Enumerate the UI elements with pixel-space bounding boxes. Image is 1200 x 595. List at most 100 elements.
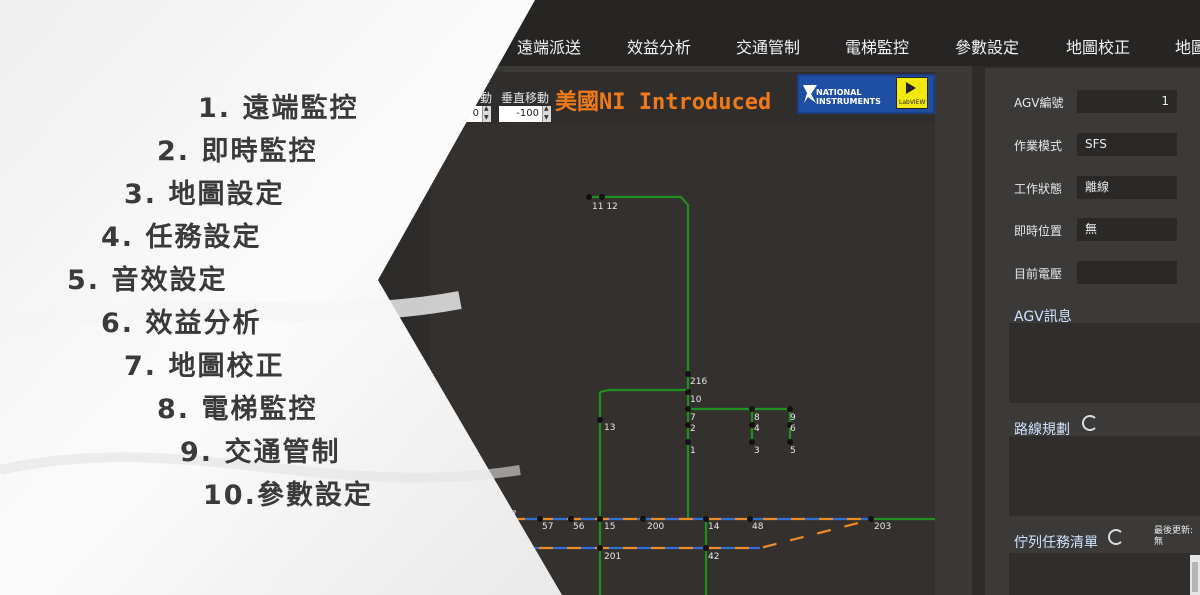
map-node-label: 14 <box>708 522 720 532</box>
route-planning-box <box>1009 436 1200 516</box>
menu-item-remote-monitor: 1. 遠端監控 <box>198 93 359 124</box>
nav-traffic-control[interactable]: 交通管制 <box>736 38 801 57</box>
work-mode-label: 作業模式 <box>1014 139 1063 153</box>
nav-map-truncated[interactable]: 地圖 <box>1175 38 1200 57</box>
work-status-field[interactable]: 離線 <box>1077 176 1177 199</box>
map-node-label: 2 <box>690 424 696 434</box>
overlay-swoosh-1 <box>0 291 462 339</box>
nav-elevator-monitor[interactable]: 電梯監控 <box>845 38 910 57</box>
map-node-label: 7 <box>690 413 696 423</box>
work-mode-field[interactable]: SFS <box>1077 133 1177 156</box>
nav-performance-analysis[interactable]: 效益分析 <box>627 38 692 57</box>
ni-eagle-icon <box>803 85 817 103</box>
ni-logo-line-2: INSTRUMENTS <box>816 97 881 106</box>
queue-scrollbar-thumb[interactable] <box>1192 562 1198 592</box>
node-dot-7 <box>685 406 691 412</box>
node-dot-200 <box>640 516 646 522</box>
node-dot-1 <box>685 439 691 445</box>
current-position-field[interactable]: 無 <box>1077 218 1177 241</box>
voltage-field[interactable] <box>1077 261 1177 284</box>
map-node-label: 4 <box>754 424 760 434</box>
nav-remote-dispatch[interactable]: 遠端派送 <box>517 38 582 57</box>
vertical-move-input[interactable]: -100 <box>499 106 542 122</box>
track-green-main <box>592 195 690 520</box>
menu-item-parameter-settings: 10.參數設定 <box>203 480 373 511</box>
map-node-label: 5 <box>790 446 796 456</box>
map-node-label: 48 <box>752 522 764 532</box>
ni-logo-line-1: NATIONAL <box>816 88 862 97</box>
node-dot-42 <box>703 545 709 551</box>
node-dot-48 <box>747 516 753 522</box>
node-dot-6 <box>787 422 793 428</box>
node-dot-9 <box>787 406 793 412</box>
ni-introduced-title: 美國NI Introduced <box>555 90 772 115</box>
voltage-label: 目前電壓 <box>1014 267 1063 281</box>
node-dot-2 <box>685 422 691 428</box>
menu-item-map-settings: 3. 地圖設定 <box>124 179 285 210</box>
queue-task-box <box>1009 553 1190 595</box>
menu-item-elevator-monitor: 8. 電梯監控 <box>157 394 318 425</box>
node-dot-201 <box>597 545 603 551</box>
map-node-label: 11 12 <box>592 202 618 212</box>
map-node-label: 201 <box>604 552 622 562</box>
node-dot-12 <box>599 194 605 200</box>
menu-item-task-settings: 4. 任務設定 <box>101 222 262 253</box>
map-node-label: 56 <box>573 522 585 532</box>
track-green-13 <box>598 388 688 595</box>
map-node-label: 57 <box>542 522 554 532</box>
vertical-move-label: 垂直移動 <box>501 91 550 105</box>
labview-play-icon <box>906 82 916 94</box>
agv-id-field[interactable]: 1 <box>1077 90 1177 113</box>
map-node-label: 200 <box>647 522 665 532</box>
menu-item-realtime-monitor: 2. 即時監控 <box>157 136 318 167</box>
map-node-label: 13 <box>604 423 616 433</box>
map-node-label: 1 <box>690 446 696 456</box>
route-refresh-icon[interactable] <box>1082 415 1098 431</box>
top-nav-bar <box>430 0 1200 66</box>
map-node-label: 15 <box>604 522 616 532</box>
menu-item-traffic-control: 9. 交通管制 <box>180 437 341 468</box>
node-dot-13 <box>597 417 603 423</box>
overlay-panel <box>0 0 562 595</box>
current-position-label: 即時位置 <box>1014 224 1063 238</box>
menu-item-performance-analysis: 6. 效益分析 <box>101 308 262 339</box>
agv-info-title: AGV訊息 <box>1014 309 1072 325</box>
node-dot-8 <box>749 406 755 412</box>
node-dot-11 <box>586 194 592 200</box>
vertical-move-stepper[interactable] <box>542 105 551 122</box>
menu-item-map-calibration: 7. 地圖校正 <box>124 351 285 382</box>
node-dot-10 <box>685 389 691 395</box>
node-dot-57 <box>537 516 543 522</box>
nav-map-calibration[interactable]: 地圖校正 <box>1066 38 1131 57</box>
map-node-label: 6 <box>790 424 796 434</box>
last-update: 最後更新: 無 <box>1154 526 1193 548</box>
queue-task-title: 佇列任務清單 <box>1014 535 1098 551</box>
map-node-label: 9 <box>790 413 796 423</box>
horizontal-move-label: 動 <box>480 91 493 105</box>
overlay-swoosh-2 <box>0 452 521 483</box>
node-dot-15 <box>597 516 603 522</box>
route-planning-title: 路線規劃 <box>1014 422 1070 438</box>
horizontal-move-stepper[interactable] <box>482 105 491 122</box>
map-node-label: 42 <box>708 552 720 562</box>
map-node-label: 3 <box>754 446 760 456</box>
map-node-label: 8 <box>754 413 760 423</box>
nav-parameter-settings[interactable]: 參數設定 <box>955 38 1020 57</box>
map-node-label: 10 <box>690 395 702 405</box>
work-status-label: 工作狀態 <box>1014 182 1063 196</box>
labview-logo-text: LabVIEW <box>899 99 926 106</box>
node-dot-203 <box>868 516 874 522</box>
node-dot-3 <box>749 439 755 445</box>
queue-refresh-icon[interactable] <box>1108 529 1124 545</box>
last-update-label: 最後更新: <box>1154 526 1194 536</box>
ni-logo-text: NATIONAL INSTRUMENTS <box>816 88 881 106</box>
node-dot-14 <box>703 516 709 522</box>
map-node-label: 203 <box>874 522 892 532</box>
node-dot-4 <box>749 422 755 428</box>
node-dot-56 <box>568 516 574 522</box>
agv-id-label: AGV編號 <box>1014 96 1064 110</box>
last-update-value: 無 <box>1154 537 1164 547</box>
node-dot-216 <box>685 371 691 377</box>
